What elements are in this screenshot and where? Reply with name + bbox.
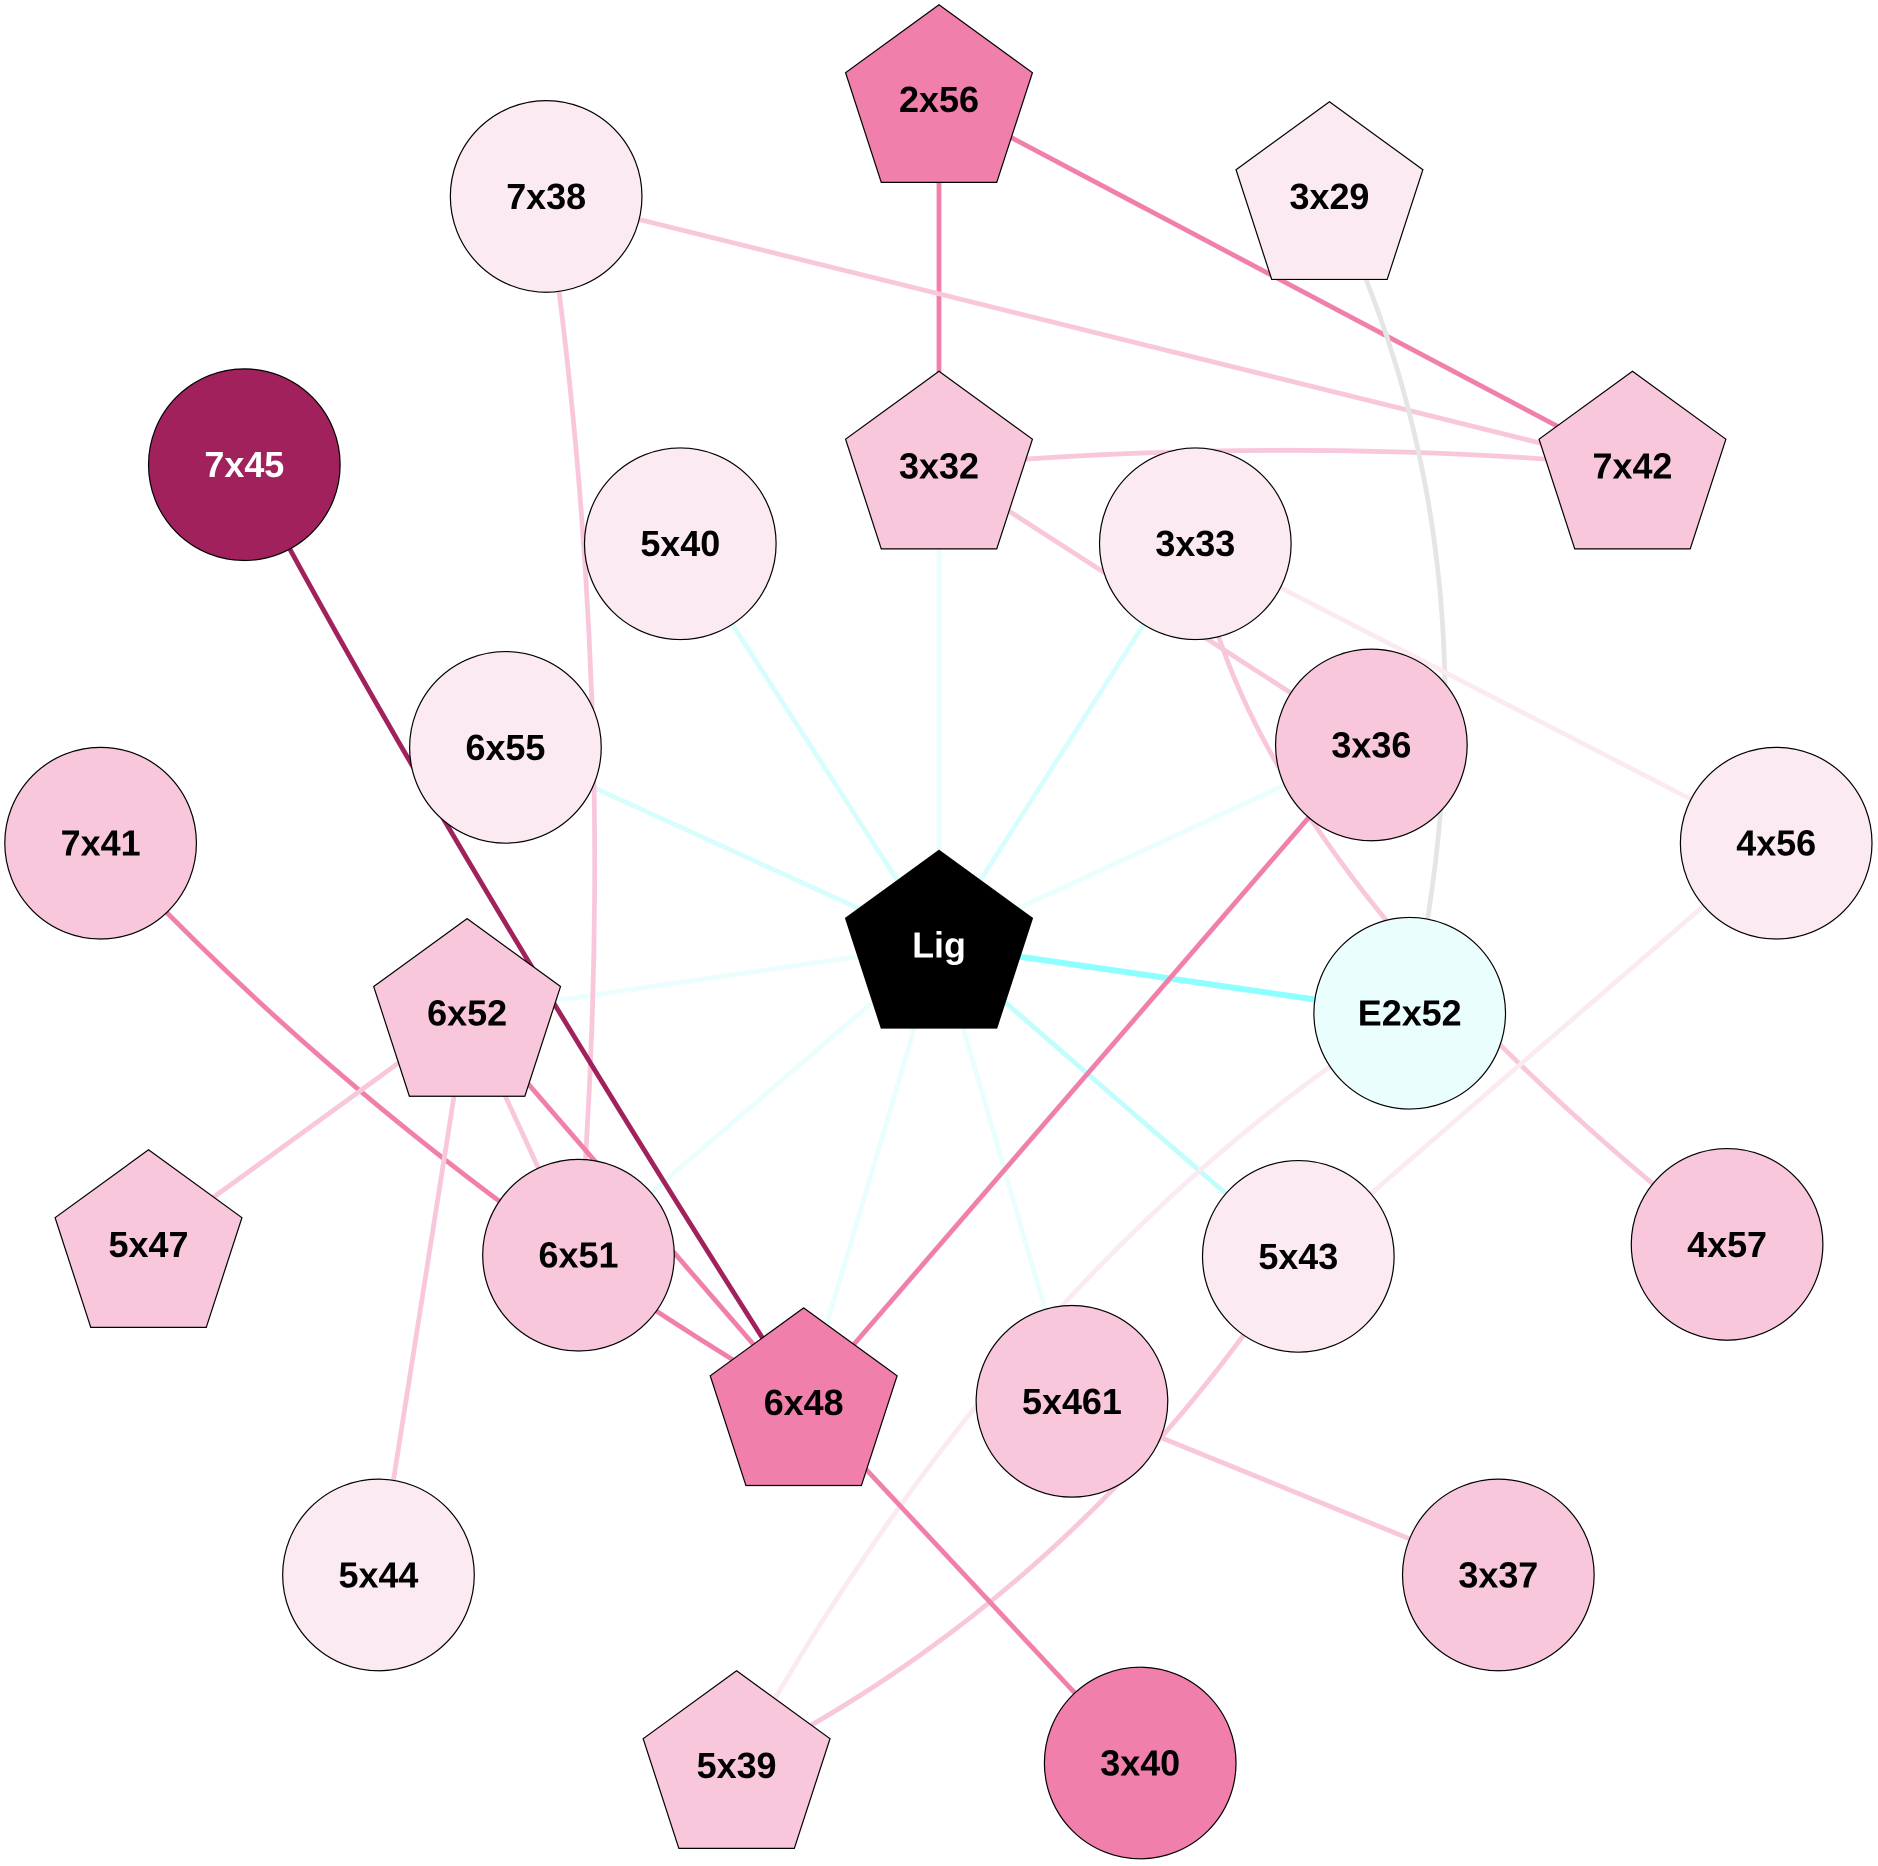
node-6x55[interactable]: 6x55 xyxy=(409,650,602,844)
node-label: 5x44 xyxy=(339,1554,419,1595)
node-circle-shape xyxy=(1043,1666,1237,1860)
edge-3x33-4x56 xyxy=(1194,541,1778,846)
node-circle-shape xyxy=(1401,1478,1595,1672)
node-circle-shape xyxy=(147,368,341,562)
node-pentagon-shape xyxy=(1538,370,1727,550)
node-label: 6x55 xyxy=(465,727,545,768)
node-circle-shape xyxy=(1679,746,1873,940)
node-circle-shape xyxy=(1313,916,1507,1110)
node-label: 7x45 xyxy=(204,444,284,485)
node-pentagon-shape xyxy=(844,849,1034,1029)
edge-7x38-7x42 xyxy=(545,194,1634,469)
node-pentagon-shape xyxy=(844,4,1034,183)
node-5x47[interactable]: 5x47 xyxy=(54,1149,243,1329)
node-label: 3x29 xyxy=(1289,176,1369,217)
node-7x42[interactable]: 7x42 xyxy=(1538,370,1727,550)
node-label: 7x41 xyxy=(61,823,141,864)
node-pentagon-shape xyxy=(372,917,562,1097)
node-circle-shape xyxy=(975,1304,1169,1498)
node-pentagon-shape xyxy=(709,1307,898,1487)
node-label: 5x43 xyxy=(1258,1236,1338,1277)
edge-4x56-5x43 xyxy=(1296,841,1778,1259)
edge-5x43-5x39 xyxy=(735,1255,1301,1768)
node-7x38[interactable]: 7x38 xyxy=(449,99,643,293)
node-label: 2x56 xyxy=(899,79,979,120)
node-label: 7x42 xyxy=(1593,445,1673,486)
node-circle-shape xyxy=(449,99,643,293)
node-label: 3x32 xyxy=(899,445,979,486)
node-4x56[interactable]: 4x56 xyxy=(1679,746,1873,940)
node-label: 3x37 xyxy=(1458,1554,1538,1595)
node-pentagon-shape xyxy=(1235,101,1424,281)
node-pentagon-shape xyxy=(642,1670,831,1850)
node-4x57[interactable]: 4x57 xyxy=(1630,1147,1824,1341)
node-label: 5x40 xyxy=(640,523,720,564)
node-5x461[interactable]: 5x461 xyxy=(975,1304,1169,1498)
node-circle-shape xyxy=(1201,1159,1395,1353)
node-label: 5x39 xyxy=(697,1745,777,1786)
node-6x48[interactable]: 6x48 xyxy=(709,1307,898,1487)
node-pentagon-shape xyxy=(54,1149,243,1329)
node-label: 6x52 xyxy=(427,993,507,1034)
node-label: 6x48 xyxy=(764,1382,844,1423)
node-3x33[interactable]: 3x33 xyxy=(1098,447,1292,641)
node-3x36[interactable]: 3x36 xyxy=(1274,648,1468,842)
node-label: 7x38 xyxy=(506,176,586,217)
edge-2x56-7x42 xyxy=(937,97,1634,469)
node-3x37[interactable]: 3x37 xyxy=(1401,1478,1595,1672)
node-3x29[interactable]: 3x29 xyxy=(1235,101,1424,281)
node-label: Lig xyxy=(912,924,966,965)
node-label: E2x52 xyxy=(1358,993,1462,1034)
node-circle-shape xyxy=(409,650,602,844)
node-5x40[interactable]: 5x40 xyxy=(583,447,777,641)
node-circle-shape xyxy=(1098,447,1292,641)
node-5x44[interactable]: 5x44 xyxy=(282,1478,475,1672)
node-label: 5x47 xyxy=(109,1224,189,1265)
node-label: 3x40 xyxy=(1100,1743,1180,1784)
node-circle-shape xyxy=(1274,648,1468,842)
node-5x39[interactable]: 5x39 xyxy=(642,1670,831,1850)
node-E2x52[interactable]: E2x52 xyxy=(1313,916,1507,1110)
node-circle-shape xyxy=(282,1478,475,1672)
node-6x51[interactable]: 6x51 xyxy=(482,1158,675,1352)
edge-3x36-6x48 xyxy=(801,743,1374,1405)
node-circle-shape xyxy=(482,1158,675,1352)
node-label: 6x51 xyxy=(539,1235,619,1276)
edge-3x29-E2x52 xyxy=(1327,195,1448,1014)
node-7x41[interactable]: 7x41 xyxy=(4,746,198,940)
node-5x43[interactable]: 5x43 xyxy=(1201,1159,1395,1353)
node-2x56[interactable]: 2x56 xyxy=(844,4,1034,183)
node-circle-shape xyxy=(583,447,777,641)
edge-7x41-6x48 xyxy=(98,841,805,1405)
edge-3x32-7x42 xyxy=(938,447,1633,469)
nodes-layer: 2x56 7x38 3x29 7x45 3x32 7x42 5x40 3x33 6x55 3x36… xyxy=(4,4,1873,1860)
node-circle-shape xyxy=(4,746,198,940)
node-6x52[interactable]: 6x52 xyxy=(372,917,562,1097)
node-7x45[interactable]: 7x45 xyxy=(147,368,341,562)
node-Lig[interactable]: Lig xyxy=(844,849,1034,1029)
node-label: 4x56 xyxy=(1736,823,1816,864)
node-3x32[interactable]: 3x32 xyxy=(844,370,1034,550)
node-circle-shape xyxy=(1630,1147,1824,1341)
edge-7x45-6x48 xyxy=(242,463,806,1404)
node-label: 4x57 xyxy=(1687,1224,1767,1265)
node-label: 3x33 xyxy=(1155,523,1235,564)
edge-3x33-4x57 xyxy=(1192,543,1729,1247)
node-label: 3x36 xyxy=(1331,724,1411,765)
node-label: 5x461 xyxy=(1022,1381,1122,1422)
node-3x40[interactable]: 3x40 xyxy=(1043,1666,1237,1860)
node-pentagon-shape xyxy=(844,370,1034,550)
